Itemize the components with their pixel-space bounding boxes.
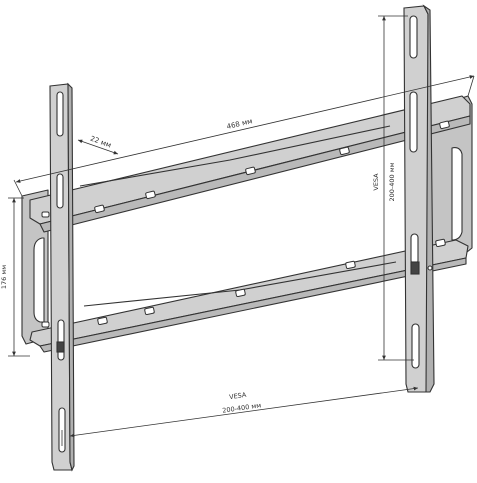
rail-hole xyxy=(145,190,156,200)
bracket-slot xyxy=(409,15,418,59)
rail-hole xyxy=(345,260,356,269)
right-bracket-latch xyxy=(410,261,420,275)
depth-dimension-line xyxy=(77,139,119,155)
rail-hole xyxy=(41,321,50,328)
rail-hole xyxy=(41,211,50,218)
vesa-vertical-title: VESA xyxy=(372,173,380,191)
bracket-slot xyxy=(411,323,420,369)
left-bracket-latch xyxy=(56,341,65,353)
width-extension-line xyxy=(467,75,475,97)
right-vertical-bracket xyxy=(403,4,435,393)
bracket-slot xyxy=(409,91,418,153)
width-dimension-line xyxy=(15,75,475,183)
height-label: 176 мм xyxy=(0,265,8,289)
wall-plate-top-rail xyxy=(29,95,471,225)
rail-hole xyxy=(94,204,105,214)
depth-label: 22 мм xyxy=(89,135,112,150)
bracket-slot xyxy=(57,319,65,361)
wall-plate-bottom-rail-lip xyxy=(39,257,467,353)
dimension-lines xyxy=(8,15,475,446)
vesa-horizontal-title: VESA xyxy=(229,391,248,401)
width-label: 468 мм xyxy=(226,117,253,131)
rail-hole xyxy=(435,238,446,247)
rail-hole xyxy=(144,306,155,315)
wall-plate-left-cutout xyxy=(33,237,45,323)
bracket-slot xyxy=(410,233,419,265)
rail-hole xyxy=(97,316,108,325)
vesa-vertical-range: 200-400 мм xyxy=(388,162,396,201)
wall-plate-right-cutout xyxy=(451,147,463,241)
bracket-slot xyxy=(56,173,64,209)
width-extension-line xyxy=(13,179,23,197)
right-bracket-side xyxy=(422,4,435,393)
bracket-slot xyxy=(56,91,64,137)
right-bracket-screw xyxy=(427,265,433,271)
rail-hole xyxy=(235,288,246,297)
left-vertical-bracket xyxy=(49,82,75,472)
vesa-horizontal-dimension-line xyxy=(69,386,419,438)
wall-plate-bottom-rail xyxy=(29,239,469,347)
